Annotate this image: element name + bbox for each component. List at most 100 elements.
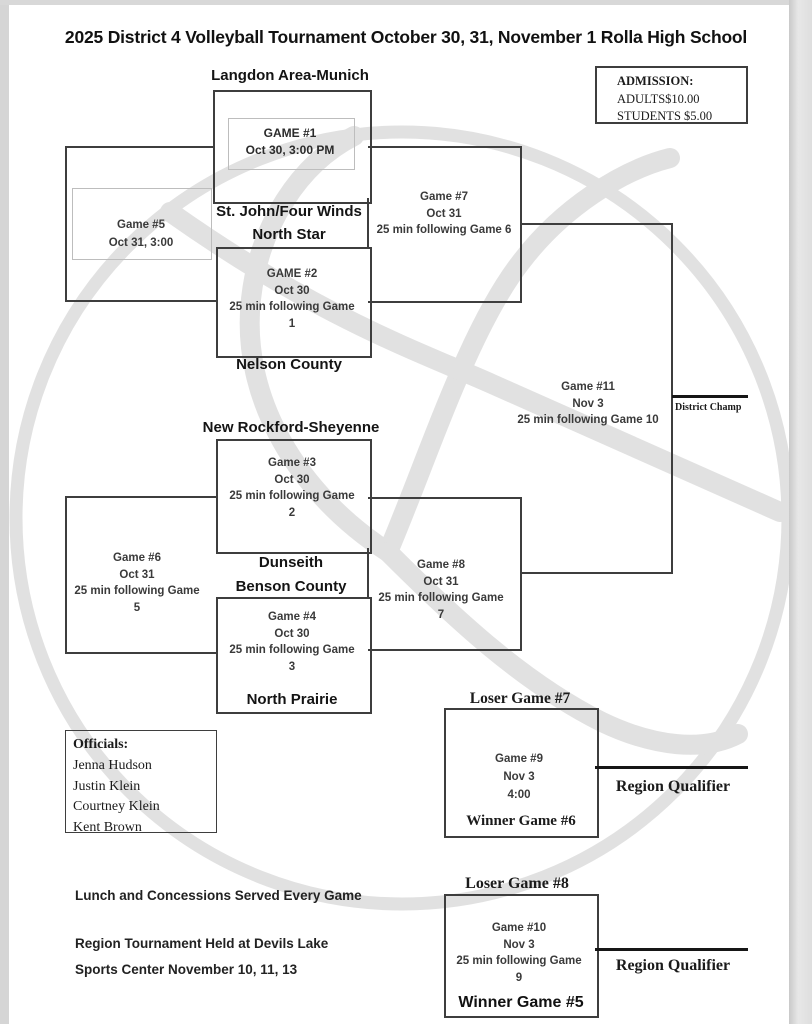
game2-info: GAME #2 Oct 30 25 min following Game 1: [229, 266, 354, 332]
photo-edge-left: [0, 0, 9, 1024]
game7-bracket-line: [368, 301, 522, 303]
game6-time: 25 min following Game: [74, 585, 200, 597]
admission-adults-price: ADULTS$10.00: [617, 91, 700, 106]
game8-winner-line: [520, 572, 672, 574]
game4-date: Oct 30: [274, 627, 310, 640]
officials-heading: Officials:: [73, 737, 129, 752]
admission-heading: ADMISSION:: [617, 74, 694, 88]
official-name: Justin Klein: [73, 778, 141, 794]
game4-info: Game #4 Oct 30 25 min following Game 3: [229, 609, 354, 675]
team-label-stjohn: St. John/Four Winds: [216, 203, 362, 220]
team-label-benson: Benson County: [235, 578, 347, 595]
page-title: 2025 District 4 Volleyball Tournament Oc…: [64, 27, 748, 47]
admission-students-price: STUDENTS $5.00: [617, 109, 713, 123]
game7-bracket-line: [367, 198, 369, 249]
game1-inner-box: [228, 118, 355, 170]
region-tournament-note-line2: Sports Center November 10, 11, 13: [75, 962, 298, 977]
game10-time: 25 min following Game: [456, 955, 582, 967]
game8-info: Game #8 Oct 31 25 min following Game 7: [378, 557, 503, 623]
region-qualifier-label-2: Region Qualifier: [615, 957, 731, 974]
game6-time2: 5: [133, 601, 141, 614]
game7-bracket-line: [368, 146, 522, 148]
game1-time: Oct 30, 3:00 PM: [245, 143, 335, 157]
game5-time: Oct 31, 3:00: [108, 237, 174, 249]
photo-edge-right: [789, 0, 812, 1024]
concessions-note: Lunch and Concessions Served Every Game: [75, 888, 362, 903]
game3-date: Oct 30: [274, 473, 310, 486]
region-qualifier-label-1: Region Qualifier: [615, 778, 731, 795]
loser-game8-label: Loser Game #8: [465, 875, 569, 892]
game11-title: Game #11: [561, 381, 615, 393]
game10-box: [444, 894, 599, 1018]
game9-info: Game #9 Nov 3 4:00: [495, 750, 543, 804]
game9-time: 4:00: [507, 789, 531, 801]
admission-box: ADMISSION: ADULTS$10.00 STUDENTS $5.00: [595, 66, 748, 124]
game3-title: Game #3: [268, 457, 316, 469]
game8-bracket-line: [367, 548, 369, 599]
game6-bracket-line: [65, 496, 218, 498]
game2-time2: 1: [288, 317, 296, 330]
team-label-northstar: North Star: [252, 226, 326, 243]
game5-bracket-line: [65, 146, 215, 148]
game11-bracket-line: [671, 223, 673, 574]
game1-info: GAME #1 Oct 30, 3:00 PM: [246, 125, 335, 159]
team-label-dunseith: Dunseith: [258, 554, 324, 571]
game8-bracket-line: [520, 497, 522, 651]
game11-info: Game #11 Nov 3 25 min following Game 10: [517, 379, 658, 429]
game8-date: Oct 31: [423, 575, 459, 588]
photo-edge-top: [0, 0, 812, 5]
team-label-langdon: Langdon Area-Munich: [211, 67, 369, 84]
region-tournament-note-line1: Region Tournament Held at Devils Lake: [75, 936, 329, 951]
game7-title: Game #7: [420, 191, 468, 203]
game4-box: [216, 597, 372, 714]
team-label-nelson: Nelson County: [236, 356, 342, 373]
game8-title: Game #8: [417, 559, 465, 571]
team-label-newrockford: New Rockford-Sheyenne: [202, 419, 380, 436]
game2-time: 25 min following Game: [229, 301, 355, 313]
officials-box: Officials: Jenna Hudson Justin Klein Cou…: [65, 730, 217, 835]
game11-time: 25 min following Game 10: [517, 414, 659, 426]
game6-title: Game #6: [113, 552, 161, 564]
game10-info: Game #10 Nov 3 25 min following Game 9: [456, 920, 581, 986]
team-label-northprairie: North Prairie: [246, 691, 338, 708]
game8-time2: 7: [437, 608, 445, 621]
winner-game6-label: Winner Game #6: [466, 813, 576, 829]
game1-title: GAME #1: [263, 126, 317, 140]
game4-title: Game #4: [268, 611, 316, 623]
winner-game5-label: Winner Game #5: [458, 994, 584, 1011]
game6-info: Game #6 Oct 31 25 min following Game 5: [74, 550, 199, 616]
game9-date: Nov 3: [503, 771, 535, 783]
game8-bracket-line: [368, 649, 522, 651]
game8-time: 25 min following Game: [378, 592, 504, 604]
game2-date: Oct 30: [274, 284, 310, 297]
game5-bracket-line: [65, 300, 218, 302]
official-name: Kent Brown: [73, 820, 142, 836]
game7-time: 25 min following Game 6: [376, 224, 512, 236]
district-champ-line: [672, 395, 748, 398]
game3-time: 25 min following Game: [229, 490, 355, 502]
game9-title: Game #9: [495, 753, 543, 765]
game7-info: Game #7 Oct 31 25 min following Game 6: [377, 189, 512, 239]
game6-bracket-line: [65, 652, 218, 654]
game2-title: GAME #2: [266, 268, 318, 280]
game5-title: Game #5: [117, 219, 165, 231]
district-champ-label: District Champ: [675, 402, 742, 413]
game11-date: Nov 3: [572, 397, 604, 410]
game10-title: Game #10: [491, 922, 547, 934]
game8-bracket-line: [368, 497, 522, 499]
region-qualifier-line-2: [595, 948, 748, 951]
game4-time2: 3: [288, 660, 296, 673]
official-name: Courtney Klein: [73, 799, 160, 815]
official-name: Jenna Hudson: [73, 757, 152, 773]
game10-time2: 9: [515, 971, 523, 984]
game5-info: Game #5 Oct 31, 3:00: [109, 216, 174, 252]
region-qualifier-line-1: [595, 766, 748, 769]
loser-game7-label: Loser Game #7: [469, 690, 571, 707]
game5-bracket-line: [65, 146, 67, 302]
game7-date: Oct 31: [426, 207, 462, 220]
game5-inner-box: [72, 188, 212, 260]
game3-info: Game #3 Oct 30 25 min following Game 2: [229, 455, 354, 521]
game3-time2: 2: [288, 506, 296, 519]
